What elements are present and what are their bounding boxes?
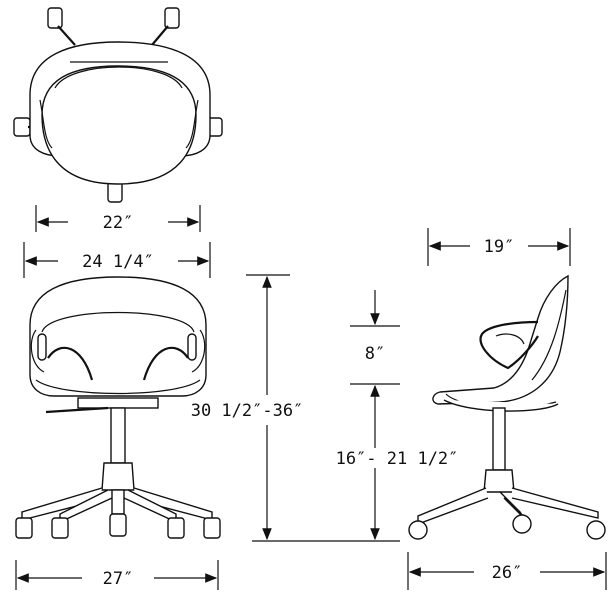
dim-label-back-height: 8″: [365, 344, 385, 364]
dim-label-overall-height: 30 1/2″-36″: [191, 401, 304, 421]
dim-label-side-depth-top: 19″: [484, 237, 515, 257]
dim-side-depth-base: 26″: [407, 552, 607, 590]
dim-label-top-width: 22″: [103, 213, 134, 233]
dim-overall-height: 30 1/2″-36″: [191, 274, 400, 542]
dim-top-arm-width: 24 1/4″: [23, 242, 211, 278]
dim-label-seat-height: 16″- 21 1/2″: [336, 449, 459, 469]
front-view-chair: [15, 276, 221, 539]
dim-seat-height: 16″- 21 1/2″: [336, 420, 459, 541]
dim-base-width: 27″: [15, 560, 219, 590]
dim-side-depth-top: 19″: [427, 228, 571, 266]
top-view-chair: [13, 7, 223, 203]
dim-label-top-arm-width: 24 1/4″: [82, 252, 154, 272]
dim-label-base-width: 27″: [103, 569, 134, 589]
dim-label-side-depth-base: 26″: [492, 563, 523, 583]
dim-back-height: 8″: [350, 290, 400, 420]
dim-top-width: 22″: [35, 205, 201, 233]
side-view-chair: [408, 274, 606, 540]
